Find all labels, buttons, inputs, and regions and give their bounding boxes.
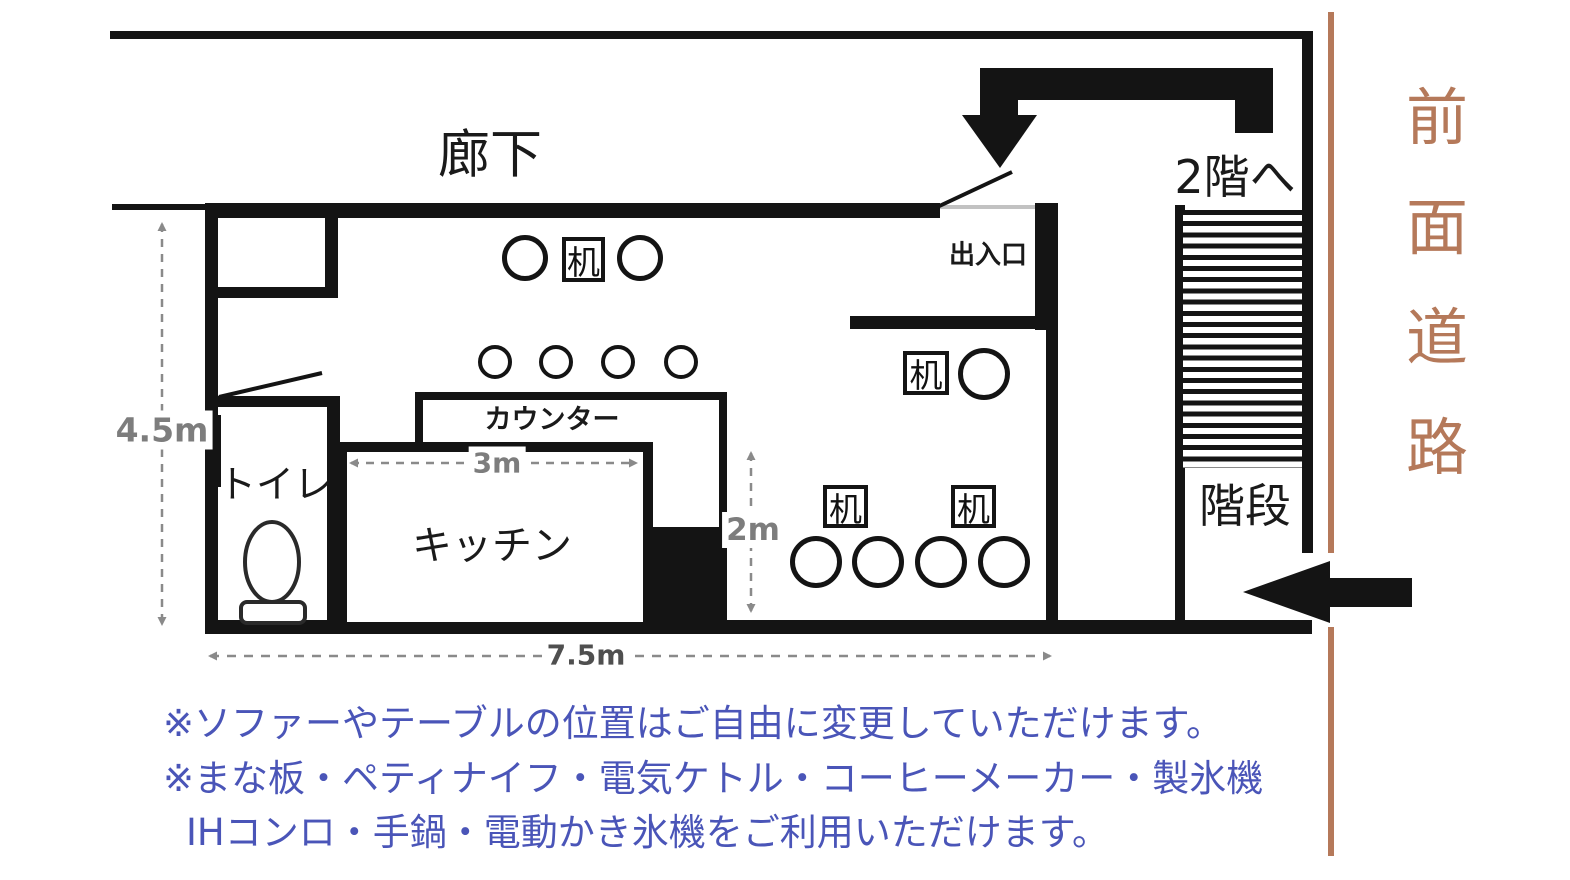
closet-right-wall [325,203,338,298]
desk-label: 机 [909,356,943,395]
to-second-floor-label: 2階へ [1174,150,1296,204]
street-entrance-arrow [1243,561,1412,623]
corridor-arrow-shaft [980,68,1273,133]
chair-circle [915,536,967,588]
interior-wall [850,316,1050,329]
corridor-arrow-stem [980,100,1018,118]
corridor-label: 廊下 [437,125,543,186]
dim-label-kitchen-width: 3m [468,446,526,480]
toilet-door-swing [218,371,323,399]
solid-block [647,527,727,632]
stool-circle [478,345,512,379]
stair-left-wall [1175,205,1185,632]
toilet-right-wall [327,396,340,634]
entrance-door-swing [932,170,1013,211]
front-road-char: 前 [1405,81,1469,154]
counter-label: カウンター [484,404,620,436]
outer-right-wall [1302,31,1313,553]
front-road-char: 路 [1405,411,1469,484]
chair-circle [958,348,1010,400]
desk-box-low-left: 机 [823,485,868,529]
desk-box-mid: 机 [903,351,949,395]
counter-top-edge [415,392,727,400]
desk-box-low-right: 机 [951,485,996,529]
toilet-door-line [215,415,221,487]
chair-circle [978,536,1030,588]
entrance-label: 出入口 [948,240,1028,271]
corridor-arrow-head [962,115,1037,168]
chair-circle [790,536,842,588]
note-line-3: IHコンロ・手鍋・電動かき氷機をご利用いただけます。 [186,811,1110,854]
counter-left-edge [415,392,423,447]
note-line-1: ※ソファーやテーブルの位置はご自由に変更していただけます。 [163,702,1223,745]
corridor-top-wall [110,31,1313,39]
stairs-label: 階段 [1199,470,1291,536]
chair-circle [852,536,904,588]
top-wall-thin [112,204,208,210]
top-wall [207,203,940,218]
toilet-bowl-icon [243,520,301,604]
stairs-treads [1183,210,1302,468]
front-road-char: 面 [1405,191,1469,264]
chair-circle [502,235,548,281]
dim-label-width: 7.5m [542,638,630,672]
room-right-wall [1046,203,1058,634]
kitchen-label: キッチン [412,523,572,569]
note-line-2: ※まな板・ペティナイフ・電気ケトル・コーヒーメーカー・製氷機 [163,757,1264,800]
desk-box-top: 机 [562,237,605,282]
dim-label-height: 4.5m [111,410,213,450]
chair-circle [617,235,663,281]
desk-label: 机 [957,489,990,529]
desk-label: 机 [829,489,862,529]
stool-circle [539,345,573,379]
desk-label: 机 [567,242,600,282]
stool-circle [664,345,698,379]
stool-circle [601,345,635,379]
toilet-top-wall [207,396,340,407]
closet-bottom-wall [218,287,338,298]
entrance-threshold [940,205,1035,209]
dim-label-dining-depth: 2m [722,512,784,548]
toilet-label: トイレ [217,462,333,507]
front-road-char: 道 [1405,301,1469,374]
